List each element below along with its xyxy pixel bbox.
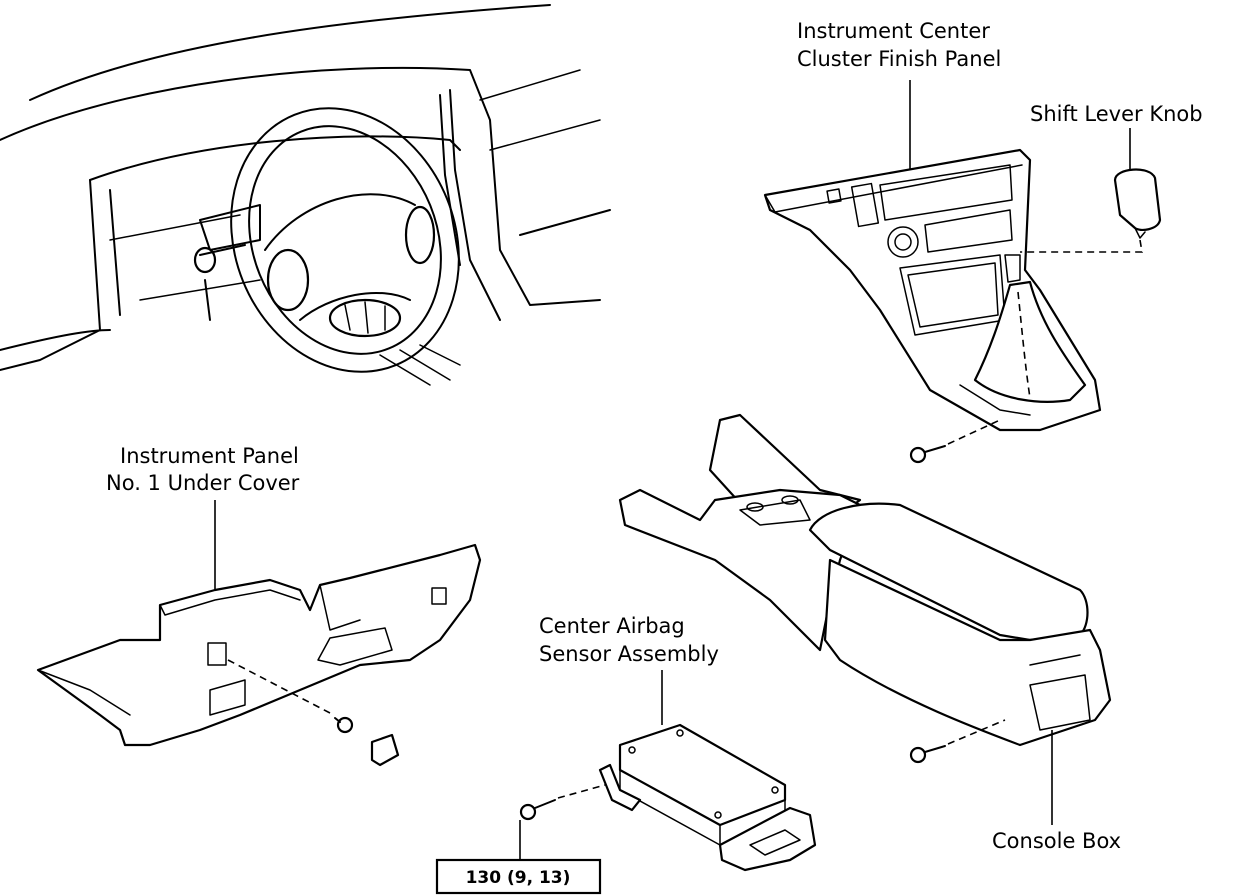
screw-under-cover (334, 716, 354, 734)
cluster-finish-panel-part (763, 148, 1102, 432)
torque-spec-box (435, 858, 602, 895)
console-box-part (618, 413, 1112, 747)
shift-knob-label: Shift Lever Knob (1030, 102, 1203, 126)
dashboard-illustration (0, 4, 611, 386)
screw-console-box (909, 719, 1006, 764)
screw-finish-panel (909, 419, 1001, 464)
screw-airbag-sensor (519, 784, 606, 862)
torque-spec-label: 130 (9, 13) (466, 868, 571, 888)
shift-knob-part (1020, 168, 1162, 253)
console-box-label: Console Box (992, 829, 1121, 853)
under-cover-part (36, 543, 482, 747)
finish-panel-label-line2: Cluster Finish Panel (797, 47, 1001, 71)
airbag-sensor-label-line2: Sensor Assembly (539, 642, 719, 666)
airbag-sensor-part (598, 723, 817, 872)
under-cover-label-line2: No. 1 Under Cover (106, 471, 300, 495)
airbag-sensor-label-line1: Center Airbag (539, 614, 685, 638)
under-cover-label-line1: Instrument Panel (120, 444, 299, 468)
finish-panel-label-line1: Instrument Center (797, 19, 990, 43)
clip-under-cover (370, 733, 400, 767)
